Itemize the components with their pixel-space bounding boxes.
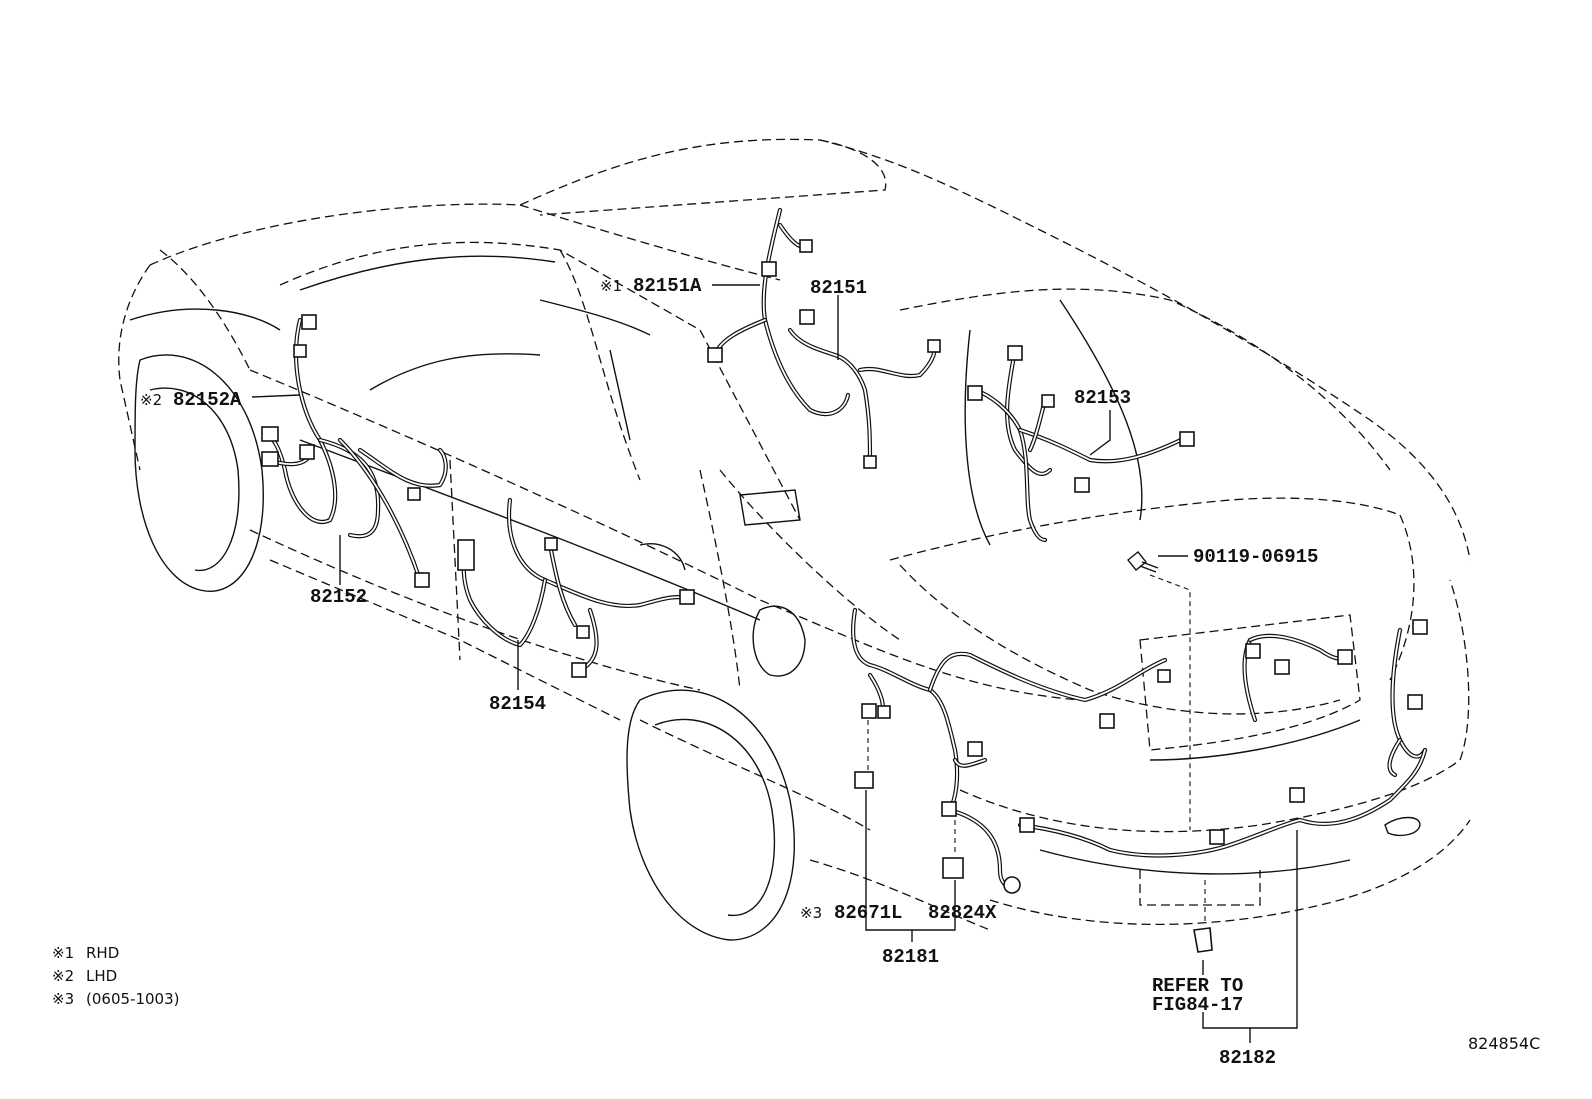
- connector: [407, 487, 421, 501]
- callout-82153: 82153: [1074, 387, 1131, 409]
- connector: [967, 385, 983, 401]
- connector: [1407, 694, 1423, 710]
- harness-82181: [851, 607, 1171, 894]
- figure-code: 824854C: [1468, 1034, 1540, 1053]
- callout-82154: 82154: [489, 693, 546, 715]
- legend-mark-1: ※1: [52, 944, 74, 962]
- harness-82152: [261, 314, 448, 588]
- connector: [1099, 713, 1115, 729]
- connector: [941, 801, 957, 817]
- connector: [1289, 787, 1305, 803]
- connector: [799, 309, 815, 325]
- connector: [967, 741, 983, 757]
- callout-82152: 82152: [310, 586, 367, 608]
- connector: [861, 703, 877, 719]
- connector-82671L: [854, 771, 874, 789]
- grommet: [1003, 876, 1021, 894]
- callout-90119-06915: 90119-06915: [1193, 546, 1318, 568]
- connector: [1209, 829, 1225, 845]
- connector: [1019, 817, 1035, 833]
- connector: [679, 589, 695, 605]
- refer-line-1: REFER TO: [1152, 975, 1243, 997]
- connector: [927, 339, 941, 353]
- connector: [1274, 659, 1290, 675]
- legend-mark-3: ※3: [52, 990, 74, 1008]
- connector: [863, 455, 877, 469]
- legend-mark-2: ※2: [52, 967, 74, 985]
- connector: [1157, 669, 1171, 683]
- callout-82181: 82181: [882, 946, 939, 968]
- connector: [707, 347, 723, 363]
- connector: [299, 444, 315, 460]
- callout-82152A-mark: ※2: [140, 391, 162, 409]
- connector: [1245, 643, 1261, 659]
- callout-82151: 82151: [810, 277, 867, 299]
- connector: [301, 314, 317, 330]
- connector: [261, 451, 279, 467]
- callout-82152A: 82152A: [173, 389, 242, 411]
- connector-82824X: [942, 857, 964, 879]
- connector: [293, 344, 307, 358]
- connector: [877, 705, 891, 719]
- connector: [414, 572, 430, 588]
- connector: [761, 261, 777, 277]
- connector: [1007, 345, 1023, 361]
- legend-text-2: LHD: [86, 967, 117, 985]
- connector: [1041, 394, 1055, 408]
- connector: [1179, 431, 1195, 447]
- connector: [1412, 619, 1428, 635]
- callout-82151A: 82151A: [633, 275, 702, 297]
- connector: [261, 426, 279, 442]
- callout-82182: 82182: [1219, 1047, 1276, 1069]
- callout-82671L-mark: ※3: [800, 904, 822, 922]
- clip-fig84-17: [1193, 927, 1213, 953]
- callout-82824X: 82824X: [928, 902, 997, 924]
- connector: [1074, 477, 1090, 493]
- legend: ※1 RHD ※2 LHD ※3 (0605-1003): [52, 944, 179, 1008]
- harness-82153: [967, 345, 1195, 543]
- refer-line-2: FIG84-17: [1152, 994, 1243, 1016]
- harness-82154: [457, 497, 695, 678]
- harness-82182: [1017, 619, 1428, 858]
- connector: [457, 539, 475, 571]
- harness-82151: [707, 207, 941, 469]
- connector: [576, 625, 590, 639]
- callout-82151A-mark: ※1: [600, 277, 622, 295]
- connector: [544, 537, 558, 551]
- legend-text-3: (0605-1003): [86, 990, 179, 1008]
- callout-82671L: 82671L: [834, 902, 902, 924]
- connector: [1337, 649, 1353, 665]
- legend-text-1: RHD: [86, 944, 119, 962]
- car-body-outline: [118, 138, 1471, 941]
- connector: [571, 662, 587, 678]
- connector: [799, 239, 813, 253]
- bolt-90119: [1127, 551, 1159, 573]
